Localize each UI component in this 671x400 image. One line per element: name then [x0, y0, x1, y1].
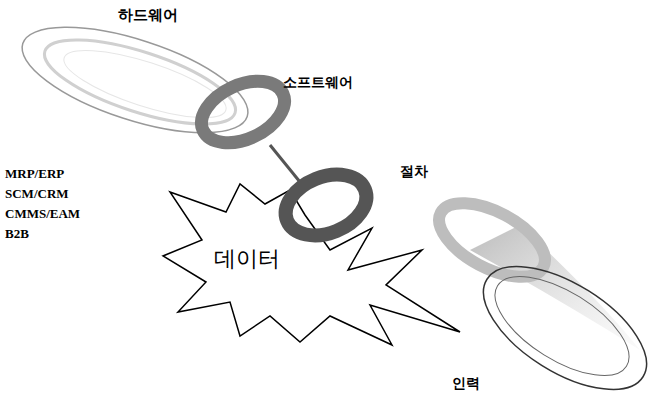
ring-node: 소프트웨어: [283, 74, 353, 92]
data-ring: [277, 163, 376, 246]
system-label: B2B: [5, 226, 29, 242]
system-label: CMMS/EAM: [5, 206, 80, 222]
system-label: MRP/ERP: [5, 166, 64, 182]
ring-node: 하드웨어: [118, 6, 178, 25]
ring-label: 소프트웨어: [283, 74, 353, 92]
hardware-ring: [10, 5, 259, 154]
ring-shadow: [470, 225, 640, 350]
ring-node: 인력: [452, 375, 480, 393]
ring-label: 인력: [452, 375, 480, 393]
data-starburst: [163, 184, 460, 345]
ring-node: 데이터: [214, 244, 280, 274]
system-label: SCM/CRM: [5, 186, 69, 202]
ring-label: 하드웨어: [118, 6, 178, 25]
link-line: [270, 145, 300, 182]
data-label: 데이터: [214, 244, 280, 274]
ring-label: 절차: [400, 163, 428, 181]
software-ring: [192, 69, 295, 155]
people-ring: [464, 242, 667, 400]
procedure-ring: [428, 188, 557, 292]
ring-node: 절차: [400, 163, 428, 181]
